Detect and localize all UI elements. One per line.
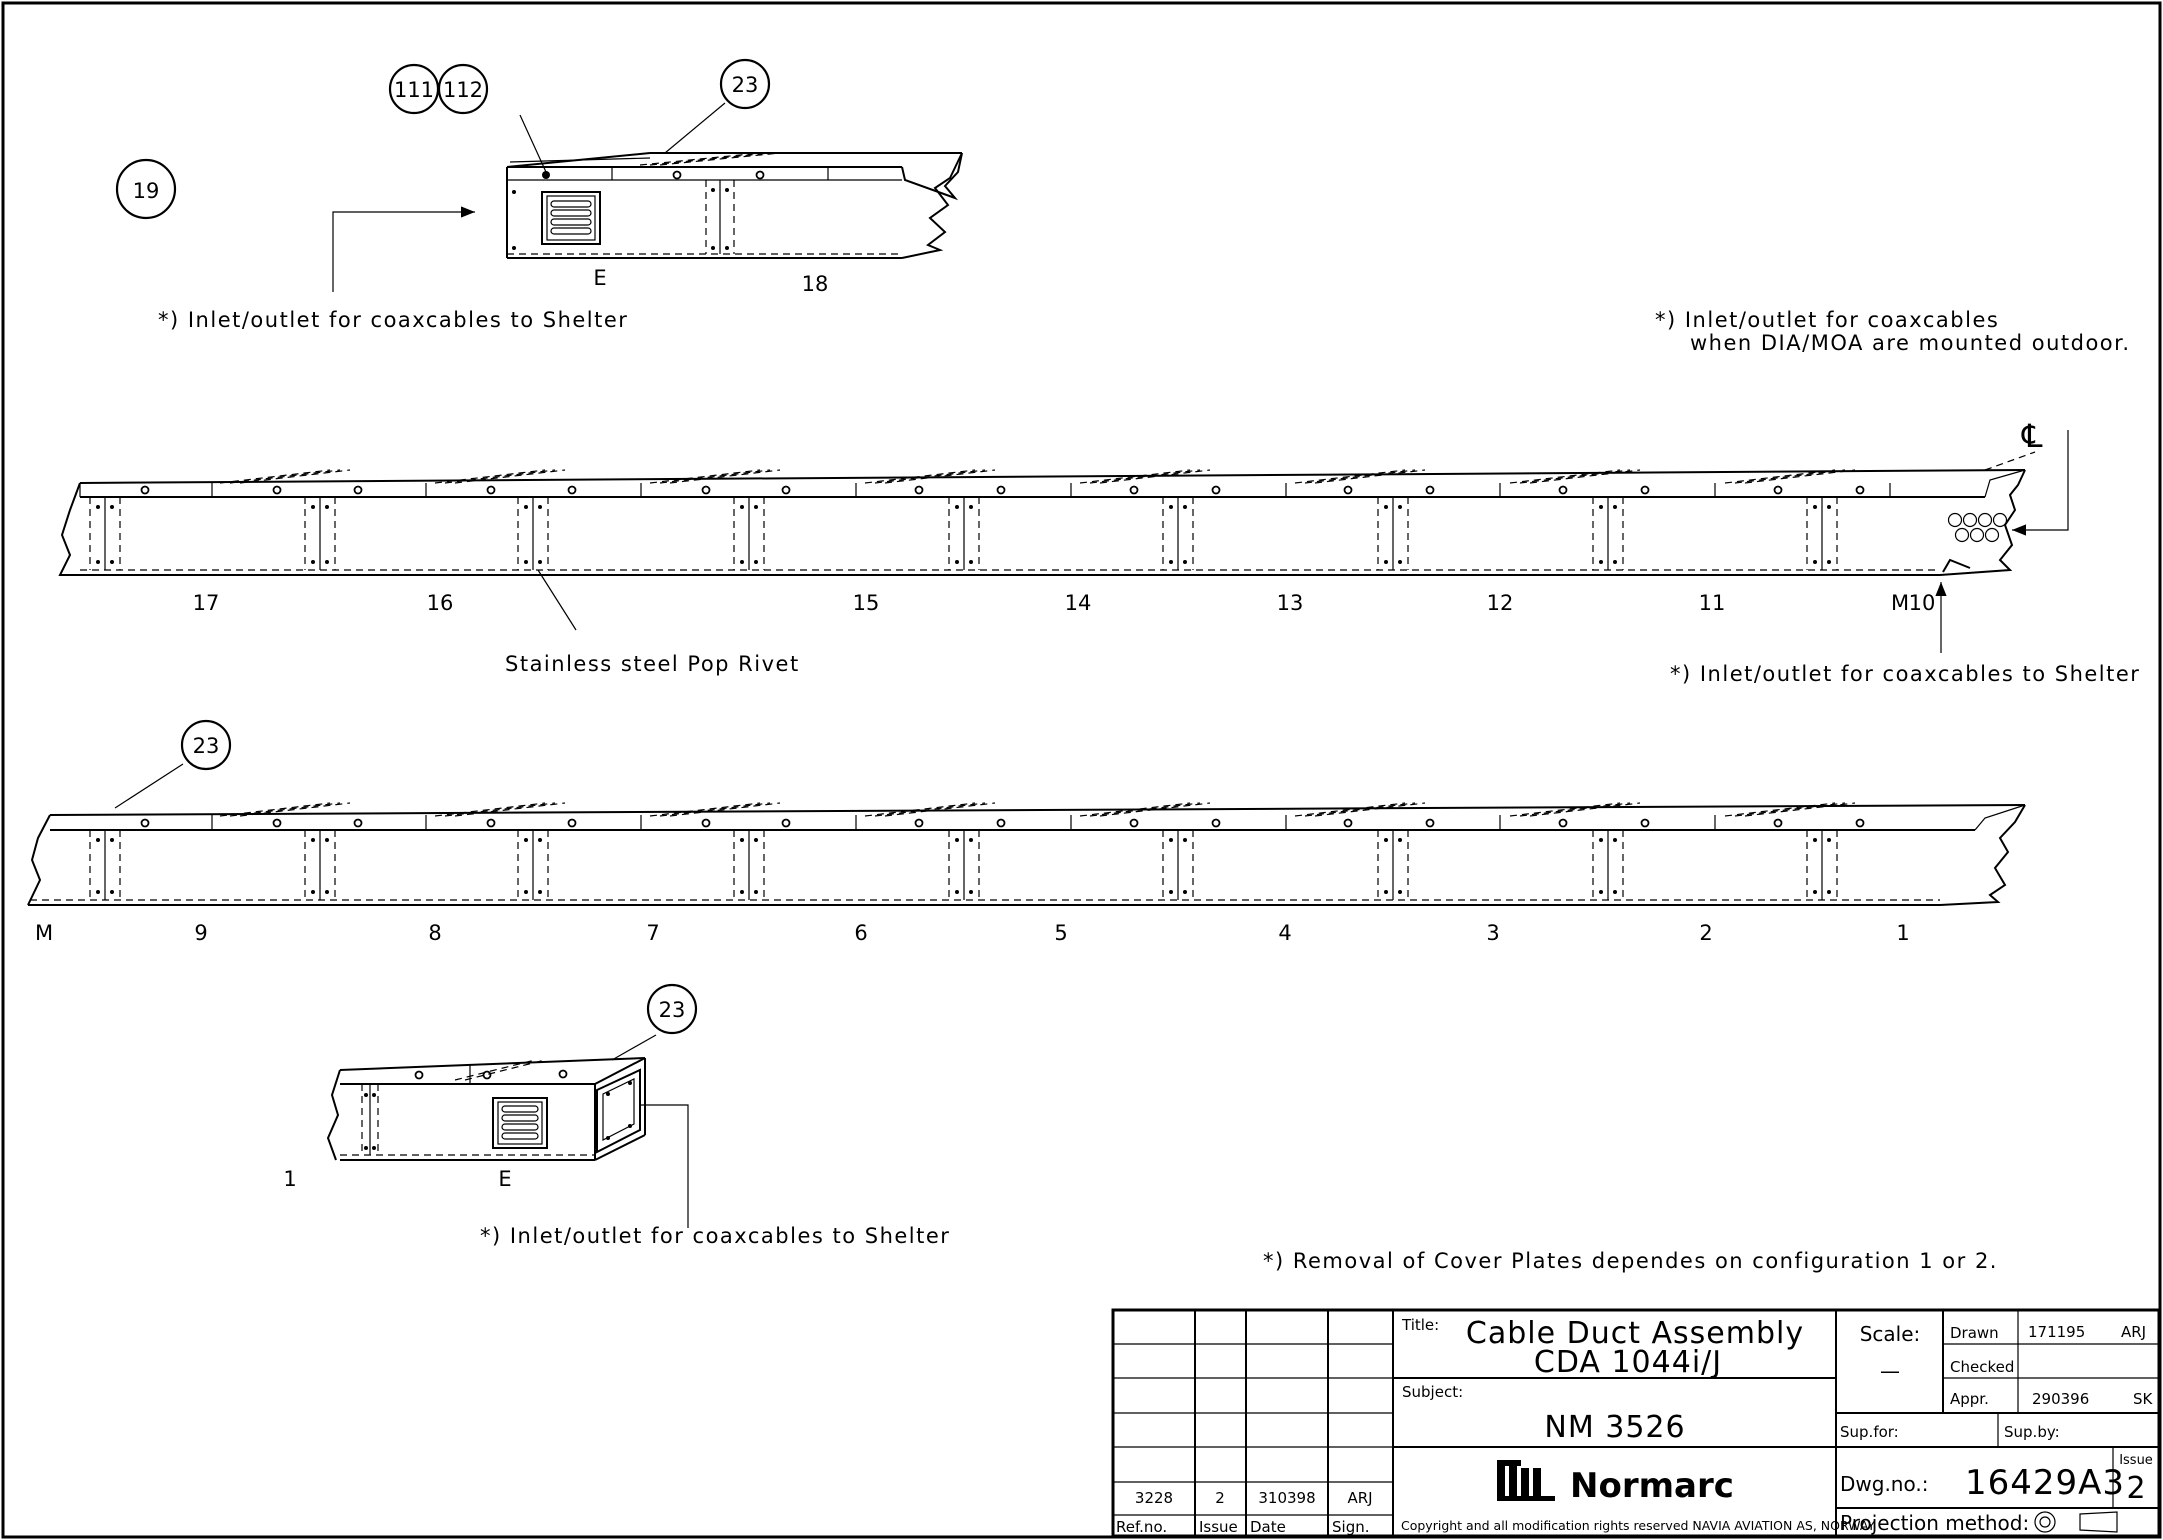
- rev-ref-no: 3228: [1135, 1489, 1173, 1507]
- inlet-shelter-note-top: *) Inlet/outlet for coaxcables to Shelte…: [158, 308, 628, 332]
- end-right-label: E: [498, 1167, 511, 1191]
- segment-label-M: M: [1891, 591, 1909, 615]
- drawing-title-line2: CDA 1044i/J: [1534, 1345, 1722, 1380]
- dwg-no: 16429A3: [1965, 1463, 2125, 1503]
- segment-label-3: 3: [1486, 921, 1499, 945]
- subject-value: NM 3526: [1544, 1410, 1685, 1445]
- balloon-19: 19: [115, 158, 177, 220]
- duct-row-1: [58, 451, 2036, 576]
- title-block: 3228 2 310398 ARJ Ref.no. Issue Date Sig…: [1111, 1308, 2161, 1538]
- balloon-23-top-label: 23: [732, 73, 759, 97]
- segment-label-M: M: [35, 921, 53, 945]
- inlet-shelter-note-end: *) Inlet/outlet for coaxcables to Shelte…: [480, 1224, 950, 1248]
- segment-label-14: 14: [1065, 591, 1092, 615]
- balloon-23-row2-label: 23: [193, 734, 220, 758]
- rev-sign: ARJ: [1347, 1489, 1372, 1507]
- projection-symbol-icon: [2034, 1511, 2118, 1533]
- cover-plate: [596, 1068, 641, 1154]
- dwg-no-label: Dwg.no.:: [1840, 1472, 1928, 1496]
- balloon-19-label: 19: [133, 179, 160, 203]
- top-left-label: E: [593, 266, 606, 290]
- balloon-112-label: 112: [443, 78, 483, 102]
- scale-value: —: [1880, 1359, 1900, 1383]
- duct-details: [89, 469, 1865, 1155]
- segment-label-6: 6: [854, 921, 867, 945]
- balloon-23-top: 23: [719, 58, 771, 110]
- rev-date: 310398: [1258, 1489, 1315, 1507]
- projection-label: Projection method:: [1840, 1511, 2029, 1535]
- sup-by-label: Sup.by:: [2004, 1423, 2060, 1441]
- balloon-23-row2: 23: [180, 719, 232, 771]
- drawing-title-line1: Cable Duct Assembly: [1466, 1316, 1804, 1351]
- title-label: Title:: [1401, 1316, 1439, 1334]
- segment-label-10: 10: [1909, 591, 1936, 615]
- segment-label-16: 16: [427, 591, 454, 615]
- segment-label-5: 5: [1054, 921, 1067, 945]
- segment-label-9: 9: [194, 921, 207, 945]
- row2-segment-labels: M 9 8 7 6 5 4 3 2 1: [35, 921, 1910, 945]
- row1-segment-labels: 17 16 15 14 13 12 11 10M: [193, 591, 1936, 615]
- segment-label-1: 1: [1896, 921, 1909, 945]
- removal-note: *) Removal of Cover Plates dependes on c…: [1263, 1249, 1998, 1273]
- top-right-label: 18: [802, 272, 829, 296]
- segment-label-12: 12: [1487, 591, 1514, 615]
- segment-label-2: 2: [1699, 921, 1712, 945]
- hdr-ref-no: Ref.no.: [1116, 1518, 1167, 1536]
- hdr-date: Date: [1250, 1518, 1286, 1536]
- drawn-label: Drawn: [1950, 1324, 1999, 1342]
- copyright-note: Copyright and all modification rights re…: [1401, 1518, 1875, 1533]
- louver-vent-icon: [541, 191, 601, 245]
- normarc-logo-icon: [1497, 1460, 1555, 1501]
- segment-label-11: 11: [1699, 591, 1726, 615]
- inlet-outdoor-note-line2: when DIA/MOA are mounted outdoor.: [1690, 331, 2131, 355]
- duct-section-top: [506, 152, 963, 259]
- inlet-shelter-note-row1: *) Inlet/outlet for coaxcables to Shelte…: [1670, 662, 2140, 686]
- balloon-23-end: 23: [646, 983, 698, 1035]
- coax-cable-bundle-icon: [1947, 512, 2008, 543]
- louver-vent-icon: [492, 1097, 548, 1149]
- segment-label-15: 15: [853, 591, 880, 615]
- duct-section-end: [326, 1057, 646, 1161]
- balloon-23-end-label: 23: [659, 998, 686, 1022]
- scale-label: Scale:: [1860, 1322, 1921, 1346]
- appr-date: 290396: [2032, 1390, 2089, 1408]
- balloon-111-label: 111: [394, 78, 434, 102]
- pop-rivet-note: Stainless steel Pop Rivet: [505, 652, 800, 676]
- end-left-label: 1: [283, 1167, 296, 1191]
- company-name: Normarc: [1570, 1466, 1734, 1506]
- segment-label-17: 17: [193, 591, 220, 615]
- inlet-outdoor-note-line1: *) Inlet/outlet for coaxcables: [1655, 308, 1999, 332]
- segment-label-4: 4: [1278, 921, 1291, 945]
- segment-label-8: 8: [428, 921, 441, 945]
- appr-label: Appr.: [1950, 1390, 1989, 1408]
- appr-by: SK: [2133, 1390, 2154, 1408]
- leader-lines: [114, 102, 2069, 1228]
- hdr-sign: Sign.: [1332, 1518, 1370, 1536]
- sup-for-label: Sup.for:: [1840, 1423, 1899, 1441]
- balloon-112: 112: [437, 63, 489, 115]
- centerline-symbol: ℄: [2021, 417, 2043, 455]
- drawn-date: 171195: [2028, 1323, 2085, 1341]
- issue-label: Issue: [2119, 1453, 2153, 1468]
- checked-label: Checked: [1950, 1358, 2014, 1376]
- hdr-issue: Issue: [1199, 1518, 1238, 1536]
- duct-row-2: [27, 804, 2026, 906]
- drawn-by: ARJ: [2121, 1323, 2146, 1341]
- balloon-111: 111: [388, 63, 440, 115]
- issue-value: 2: [2126, 1471, 2145, 1506]
- segment-label-7: 7: [646, 921, 659, 945]
- subject-label: Subject:: [1402, 1383, 1463, 1401]
- rev-issue: 2: [1215, 1489, 1225, 1507]
- segment-label-13: 13: [1277, 591, 1304, 615]
